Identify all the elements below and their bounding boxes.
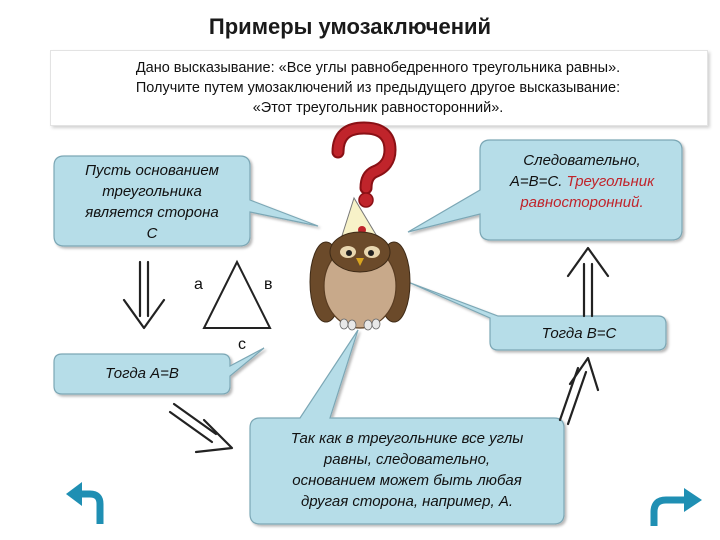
given-line-1: Дано высказывание: «Все углы равнобедрен… [135, 60, 621, 76]
callout-then-bc-text: Тогда В=С [541, 325, 617, 342]
triangle-label-b: в [264, 276, 273, 293]
double-arrow-up [566, 246, 610, 318]
given-line-2: Получите путем умозаключений из предыдущ… [135, 80, 621, 96]
callout-base-line-2: треугольника [102, 183, 202, 200]
callout-then-ab-shape [53, 347, 265, 395]
callout-then-ab-text: Тогда А=В [105, 365, 179, 382]
slide-title: Примеры умозаключений [208, 14, 492, 39]
callout-conclusion-shape [407, 139, 683, 241]
callout-conclusion-line-2-red: Треугольник [566, 173, 655, 190]
callout-base-line-1: Пусть основанием [85, 162, 219, 179]
callout-since-text: Так как в треугольнике все углы равны, с… [252, 428, 562, 512]
callout-base-shape [53, 155, 319, 247]
owl-icon [309, 196, 411, 331]
triangle-figure [202, 259, 272, 329]
callout-base-line-3: является сторона [85, 204, 219, 221]
given-line-3: «Этот треугольник равносторонний». [252, 100, 504, 116]
double-arrow-down [122, 260, 166, 330]
callout-then-bc-shape [407, 281, 667, 351]
callout-conclusion-line-3-red: равносторонний. [520, 194, 644, 211]
callout-conclusion-text: Следовательно, А=В=С. Треугольник равнос… [484, 150, 680, 213]
triangle-label-c: с [238, 336, 246, 353]
double-arrow-up-right [558, 356, 600, 426]
return-left-icon[interactable] [66, 482, 104, 524]
callout-base-text: Пусть основанием треугольника является с… [56, 160, 248, 244]
callout-since-line-3: основанием может быть любая [292, 472, 522, 489]
double-arrow-diagonal [168, 402, 234, 454]
triangle-label-a: а [194, 276, 203, 293]
callout-base-line-4: С [146, 225, 158, 242]
given-statement-box [50, 50, 708, 126]
callout-since-line-2: равны, следовательно, [323, 451, 491, 468]
return-right-icon[interactable] [650, 488, 702, 526]
callout-since-line-4: другая сторона, например, А. [300, 493, 513, 510]
callout-since-line-1: Так как в треугольнике все углы [290, 430, 524, 447]
callout-conclusion-line-2: А=В=С. [509, 173, 563, 190]
callout-conclusion-line-1: Следовательно, [523, 152, 641, 169]
question-mark-icon [331, 121, 397, 208]
